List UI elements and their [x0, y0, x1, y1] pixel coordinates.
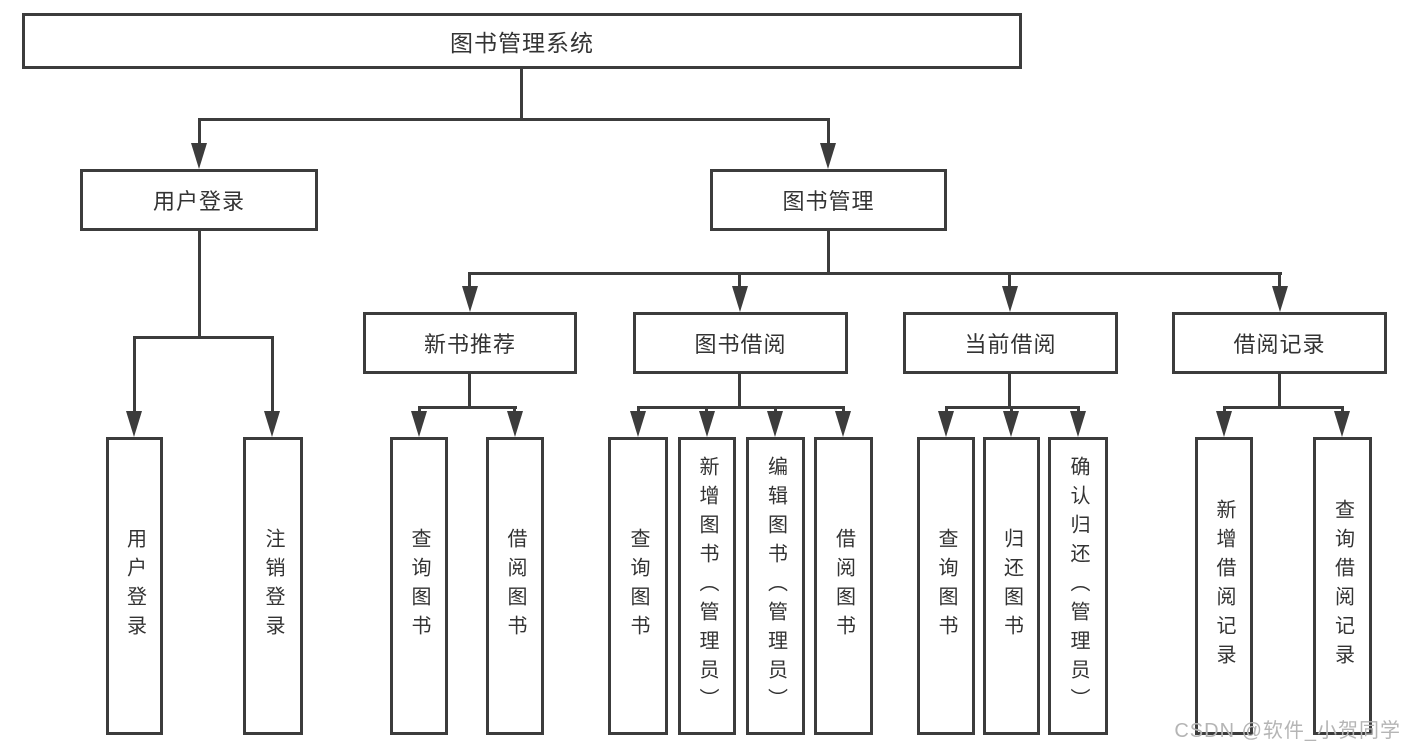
connector-line: [468, 272, 471, 290]
arrow-down-icon: [126, 411, 142, 437]
node-current-borrow: 当前借阅: [903, 312, 1118, 374]
leaf-borrow-books: 借阅图书: [814, 437, 873, 735]
node-label: 查询图书: [935, 528, 957, 644]
leaf-add-borrow-record: 新增借阅记录: [1195, 437, 1253, 735]
leaf-confirm-return-admin: 确认归还（管理员）: [1048, 437, 1108, 735]
connector-line: [1008, 374, 1011, 408]
arrow-down-icon: [732, 286, 748, 312]
arrow-down-icon: [1003, 411, 1019, 437]
arrow-down-icon: [264, 411, 280, 437]
connector-line: [133, 336, 274, 339]
arrow-down-icon: [507, 411, 523, 437]
node-label: 图书管理: [782, 189, 875, 214]
connector-line: [469, 272, 1282, 275]
leaf-query-borrow-record: 查询借阅记录: [1313, 437, 1372, 735]
node-label: 查询图书: [627, 528, 649, 644]
node-label: 图书管理系统: [450, 30, 594, 56]
arrow-down-icon: [699, 411, 715, 437]
connector-line: [468, 374, 471, 408]
node-library-system: 图书管理系统: [22, 13, 1022, 69]
arrow-down-icon: [1334, 411, 1350, 437]
connector-line: [133, 336, 136, 414]
connector-line: [1223, 406, 1344, 409]
leaf-add-book-admin: 新增图书（管理员）: [678, 437, 736, 735]
arrow-down-icon: [1272, 286, 1288, 312]
arrow-down-icon: [820, 143, 836, 169]
connector-line: [198, 231, 201, 338]
node-label: 确认归还（管理员）: [1067, 455, 1089, 717]
arrow-down-icon: [411, 411, 427, 437]
connector-line: [198, 118, 201, 146]
arrow-down-icon: [1070, 411, 1086, 437]
node-label: 借阅图书: [504, 528, 526, 644]
arrow-down-icon: [938, 411, 954, 437]
leaf-query-books-borrow: 查询图书: [608, 437, 668, 735]
arrow-down-icon: [835, 411, 851, 437]
connector-line: [1278, 272, 1281, 290]
node-user-login: 用户登录: [80, 169, 318, 231]
connector-line: [637, 406, 845, 409]
arrow-down-icon: [191, 143, 207, 169]
leaf-logout: 注销登录: [243, 437, 303, 735]
connector-line: [271, 336, 274, 414]
arrow-down-icon: [462, 286, 478, 312]
arrow-down-icon: [630, 411, 646, 437]
node-book-management: 图书管理: [710, 169, 947, 231]
connector-line: [520, 69, 523, 118]
csdn-watermark: CSDN @软件_小贺同学: [1174, 720, 1401, 742]
node-label: 新增借阅记录: [1213, 499, 1235, 673]
node-new-book-recommend: 新书推荐: [363, 312, 577, 374]
connector-line: [738, 272, 741, 290]
node-label: 归还图书: [1000, 528, 1023, 644]
node-label: 当前借阅: [964, 332, 1057, 357]
leaf-user-login: 用户登录: [106, 437, 163, 735]
leaf-borrow-books-recommend: 借阅图书: [486, 437, 544, 735]
node-label: 图书借阅: [694, 332, 787, 357]
leaf-edit-book-admin: 编辑图书（管理员）: [746, 437, 805, 735]
node-label: 查询图书: [408, 528, 430, 644]
arrow-down-icon: [1216, 411, 1232, 437]
node-label: 新增图书（管理员）: [696, 455, 718, 717]
leaf-return-books: 归还图书: [983, 437, 1040, 735]
leaf-query-books-recommend: 查询图书: [390, 437, 448, 735]
node-label: 用户登录: [152, 189, 245, 214]
arrow-down-icon: [767, 411, 783, 437]
node-label: 查询借阅记录: [1331, 499, 1354, 673]
node-label: 新书推荐: [423, 332, 516, 357]
leaf-query-books-current: 查询图书: [917, 437, 975, 735]
node-label: 注销登录: [262, 528, 284, 644]
connector-line: [738, 374, 741, 408]
node-book-borrow: 图书借阅: [633, 312, 848, 374]
node-label: 借阅图书: [832, 528, 855, 644]
connector-line: [827, 118, 830, 146]
node-label: 借阅记录: [1233, 332, 1326, 357]
connector-line: [1008, 272, 1011, 290]
node-label: 用户登录: [123, 528, 146, 644]
connector-line: [198, 118, 830, 121]
connector-line: [827, 231, 830, 275]
node-label: 编辑图书（管理员）: [764, 455, 787, 717]
connector-line: [1278, 374, 1281, 408]
connector-line: [418, 406, 517, 409]
arrow-down-icon: [1002, 286, 1018, 312]
node-borrow-records: 借阅记录: [1172, 312, 1387, 374]
